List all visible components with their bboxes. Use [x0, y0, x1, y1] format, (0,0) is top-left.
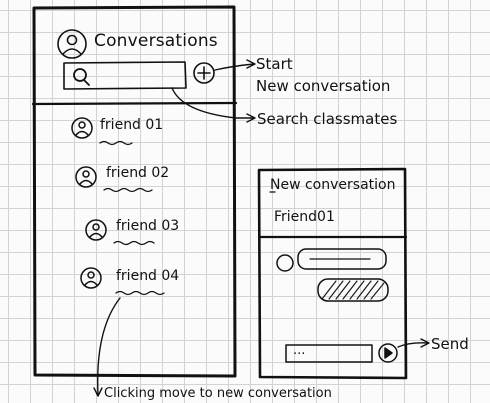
send-icon[interactable]: [378, 343, 398, 363]
chat-recipient: Friend01: [274, 209, 335, 225]
move-arrow: [93, 297, 121, 397]
search-input[interactable]: [63, 61, 187, 90]
friend-avatar-icon: [75, 166, 97, 188]
annotation-send: Send: [431, 335, 469, 353]
friend-avatar-icon: [80, 267, 102, 289]
friend-avatar-icon: [85, 219, 107, 241]
annotation-start-line2: New conversation: [256, 77, 391, 95]
chat-screen-frame: [257, 167, 408, 380]
chat-title: New conversation: [270, 177, 396, 193]
start-arrow: [214, 59, 256, 71]
message-input-placeholder: ...: [293, 343, 306, 358]
received-message-bubble: [276, 248, 387, 272]
friend-list-item-1[interactable]: friend 01: [100, 117, 164, 133]
plus-icon[interactable]: [193, 62, 215, 84]
search-icon: [73, 68, 90, 86]
annotation-move: Clicking move to new conversation: [104, 386, 332, 401]
friend-avatar-icon: [71, 117, 93, 139]
conversations-title: Conversations: [94, 31, 218, 51]
friend-list-item-3[interactable]: friend 03: [116, 218, 180, 234]
message-input[interactable]: [285, 344, 373, 363]
header-avatar-icon: [57, 29, 87, 59]
conversations-screen-frame: [31, 5, 238, 378]
send-arrow: [397, 338, 430, 348]
friend-list-item-4[interactable]: friend 04: [116, 268, 180, 284]
search-arrow: [171, 87, 256, 123]
name-underlines: [99, 140, 165, 296]
annotation-start: Start: [256, 55, 293, 73]
sent-message-bubble: [317, 278, 389, 302]
annotation-search: Search classmates: [257, 110, 398, 128]
friend-list-item-2[interactable]: friend 02: [106, 165, 170, 181]
